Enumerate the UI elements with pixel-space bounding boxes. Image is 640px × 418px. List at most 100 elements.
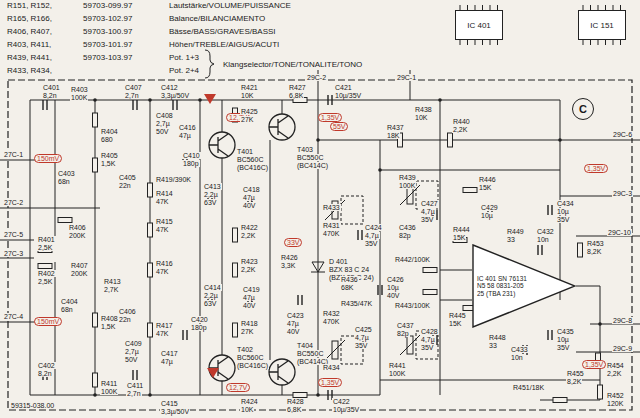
component-label: 15K xyxy=(478,184,492,191)
parts-list-text: 59703-102.97 xyxy=(82,15,133,23)
component-label: T401 xyxy=(236,148,254,155)
parts-list-text: Pot. 2+4 xyxy=(168,67,200,75)
parts-list-text: 59703-101.97 xyxy=(82,41,133,49)
capacitor-symbol xyxy=(548,330,552,340)
component-label: R433 xyxy=(322,204,341,211)
junction-dot xyxy=(598,322,602,326)
resistor-symbol xyxy=(93,158,98,172)
component-label: R445 xyxy=(448,312,467,319)
resistor-symbol xyxy=(448,133,453,147)
junction-dot xyxy=(198,98,202,102)
junction-dot xyxy=(558,138,562,142)
component-label: 2,2K xyxy=(606,370,622,377)
capacitor-symbol xyxy=(378,285,382,295)
capacitor-symbol xyxy=(43,100,47,110)
node-text: IC 151 xyxy=(590,21,614,30)
component-label: R426 xyxy=(280,254,299,261)
component-label: T403 xyxy=(296,146,314,153)
component-label: 100K xyxy=(100,388,118,395)
component-label: C426 xyxy=(386,276,405,283)
component-label: 59315-038.00 xyxy=(10,402,55,409)
component-label: 10µ xyxy=(556,336,570,343)
component-label: 27C-2 xyxy=(3,199,24,206)
voltage-marker: 12,7V xyxy=(226,383,250,392)
wire xyxy=(270,140,271,360)
component-label: BC560C xyxy=(236,156,264,163)
wire xyxy=(330,100,560,101)
component-label: R443/100K xyxy=(394,302,431,309)
voltage-marker: 1,35V xyxy=(584,164,608,173)
parts-list-text: R151, R152, xyxy=(6,2,53,10)
component-label: C412 xyxy=(160,84,179,91)
ic-package: IC 151 xyxy=(578,10,626,40)
resistor-symbol xyxy=(148,323,153,337)
component-label: 8,2K xyxy=(566,378,582,385)
component-label: 27K xyxy=(240,328,254,335)
component-label: R435/47K xyxy=(340,300,373,307)
wire xyxy=(222,381,223,395)
component-label: 63V xyxy=(203,199,217,206)
wire xyxy=(318,140,640,141)
component-label: 10n xyxy=(536,236,550,243)
component-label: R419/390K xyxy=(155,176,192,183)
component-label: 10µ xyxy=(386,284,400,291)
voltage-marker: 1,35V xyxy=(582,360,606,369)
component-label: 27C-4 xyxy=(3,313,24,320)
parts-list-text: Klangselector/TONE/TONALITE/TONO xyxy=(222,61,363,69)
component-label: C417 xyxy=(160,350,179,357)
component-label: 47K xyxy=(155,268,169,275)
component-label: 47µ xyxy=(160,358,174,365)
warning-marker xyxy=(207,368,219,378)
junction-dot xyxy=(93,98,97,102)
wire xyxy=(576,286,600,287)
transistor-symbol xyxy=(269,114,295,140)
component-label: 40V xyxy=(242,302,256,309)
component-label: 2,7µ xyxy=(155,120,171,127)
wire xyxy=(600,286,601,400)
component-label: 35V xyxy=(354,342,368,349)
component-label: C404 xyxy=(60,298,79,305)
component-label: 10K xyxy=(240,92,254,99)
voltage-marker: 150mV xyxy=(34,317,62,326)
component-label: 3,3µ/50V xyxy=(160,408,190,415)
component-label: R455 xyxy=(566,370,585,377)
component-label: BC550C xyxy=(296,154,324,161)
capacitor-symbol xyxy=(298,295,302,305)
component-label: 680 xyxy=(100,136,114,143)
component-label: D 401 xyxy=(328,258,349,265)
junction-dot xyxy=(148,98,152,102)
resistor-symbol xyxy=(423,290,437,295)
wire xyxy=(282,385,283,395)
wire xyxy=(380,170,560,171)
component-label: 82p xyxy=(398,232,412,239)
component-label: C415 xyxy=(160,400,179,407)
junction-dot xyxy=(148,393,152,397)
node-text: IC 401 xyxy=(467,21,491,30)
component-label: 47µ xyxy=(286,320,300,327)
parts-list-text: 59703-100.97 xyxy=(82,28,133,36)
component-label: R405 xyxy=(100,152,119,159)
component-label: C425 xyxy=(354,326,373,333)
component-label: 470K xyxy=(322,230,340,237)
capacitor-symbol xyxy=(133,370,137,380)
resistor-symbol xyxy=(148,183,153,197)
component-label: 27C-5 xyxy=(3,231,24,238)
component-label: C422 xyxy=(332,398,351,405)
component-label: 4,7µ xyxy=(420,336,436,343)
wire xyxy=(282,100,283,114)
component-label: 6,8K xyxy=(288,92,304,99)
component-label: C436 xyxy=(398,224,417,231)
component-label: 2,7K xyxy=(103,286,119,293)
component-label: 2,7n xyxy=(124,92,140,99)
component-label: R434 xyxy=(322,364,341,371)
board-outline xyxy=(8,80,632,410)
resistor-symbol xyxy=(293,393,307,398)
component-label: R449 xyxy=(506,228,525,235)
component-label: R425 xyxy=(240,108,259,115)
capacitor-symbol xyxy=(173,100,177,110)
component-label: 470K xyxy=(322,318,340,325)
component-label: 6,8K xyxy=(286,406,302,413)
component-label: BZX 83 C 24 xyxy=(328,266,370,273)
component-label: C427 xyxy=(420,200,439,207)
component-label: 47µ xyxy=(242,194,256,201)
